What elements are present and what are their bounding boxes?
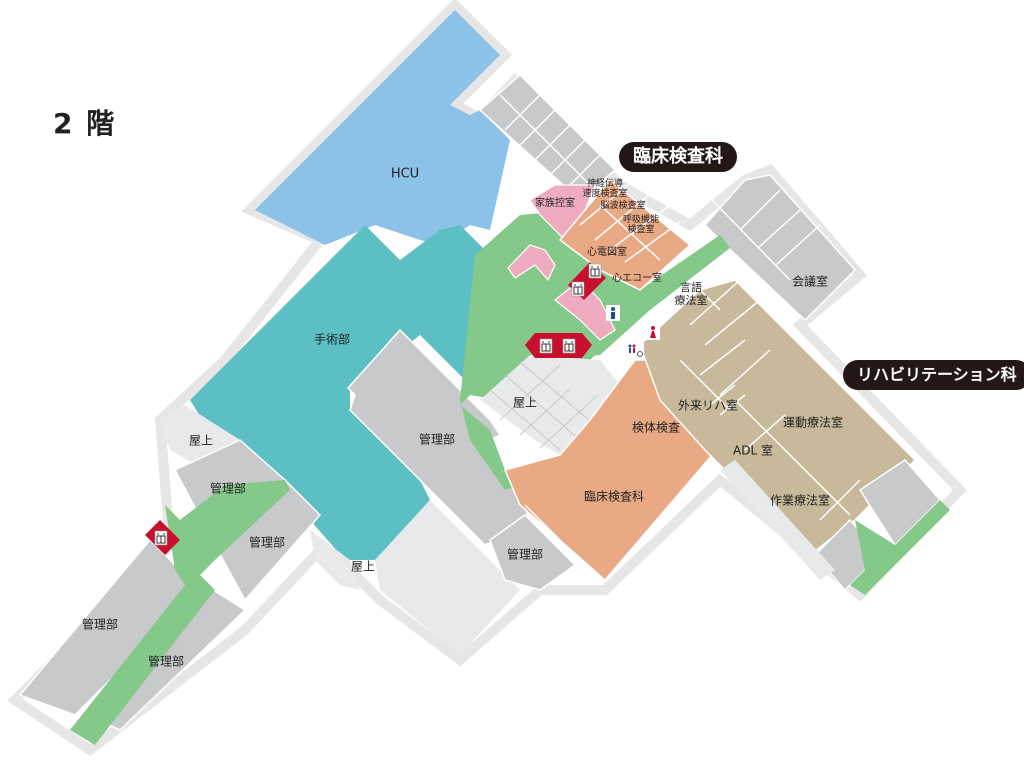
- accessible-restroom-icon: [626, 342, 644, 358]
- label-roof-center: 屋上: [512, 395, 538, 410]
- left-wing: [18, 439, 322, 731]
- label-roof-bottom: 屋上: [350, 559, 376, 574]
- label-adl: ADL 室: [733, 443, 773, 458]
- label-admin-bottom: 管理部: [506, 547, 544, 562]
- roof-bottom: [375, 500, 520, 655]
- utility-rooms-top: [478, 73, 617, 201]
- label-admin-left1: 管理部: [209, 481, 247, 496]
- room-surgery[interactable]: [190, 225, 510, 560]
- label-nerve-conduction: 神経伝導 速度検査室: [582, 179, 628, 199]
- corridor-left: [70, 480, 290, 745]
- roof-left-bottom: [310, 530, 360, 590]
- label-occupational-therapy: 作業療法室: [769, 493, 831, 508]
- roof-center: [480, 355, 620, 455]
- room-admin-bottom[interactable]: [489, 514, 577, 591]
- label-admin-left3: 管理部: [81, 617, 119, 632]
- pink-area: [507, 184, 616, 341]
- label-admin-left4: 管理部: [147, 654, 185, 669]
- label-admin-left2: 管理部: [248, 535, 286, 550]
- elevator-marker-center[interactable]: [525, 333, 592, 358]
- label-admin-center: 管理部: [418, 432, 456, 447]
- label-surgery: 手術部: [313, 332, 351, 347]
- label-hcu: HCU: [390, 166, 420, 182]
- conference-block: [703, 174, 857, 322]
- label-family-waiting: 家族控室: [535, 198, 575, 209]
- label-ecg: 心電図室: [587, 247, 627, 258]
- elevator-marker-lab[interactable]: [568, 262, 606, 300]
- label-roof-left: 屋上: [188, 433, 214, 448]
- label-echo: 心エコー室: [612, 273, 662, 284]
- label-specimen-lab: 検体検査: [631, 420, 681, 435]
- room-hcu[interactable]: [255, 10, 510, 245]
- dept-label-rehab: リハビリテーション科: [843, 360, 1024, 390]
- label-physical-therapy: 運動療法室: [782, 415, 844, 430]
- female-restroom-icon: [646, 324, 660, 340]
- male-restroom-icon: [606, 305, 620, 321]
- label-conference: 会議室: [791, 274, 829, 289]
- label-clinical-lab-main: 臨床検査科: [583, 489, 645, 504]
- dept-label-clinical-lab: 臨床検査科: [619, 142, 737, 172]
- label-outpatient-rehab: 外来リハ室: [677, 398, 739, 413]
- floor-label: 2 階: [53, 107, 117, 140]
- label-eeg: 脳波検査室: [600, 201, 646, 211]
- corridor-right: [850, 500, 950, 595]
- label-speech-therapy: 言語 療法室: [674, 281, 708, 307]
- elevator-marker-left[interactable]: [145, 520, 180, 555]
- roof-edge-right: [720, 460, 835, 580]
- label-respiratory: 呼吸機能 検査室: [622, 215, 660, 235]
